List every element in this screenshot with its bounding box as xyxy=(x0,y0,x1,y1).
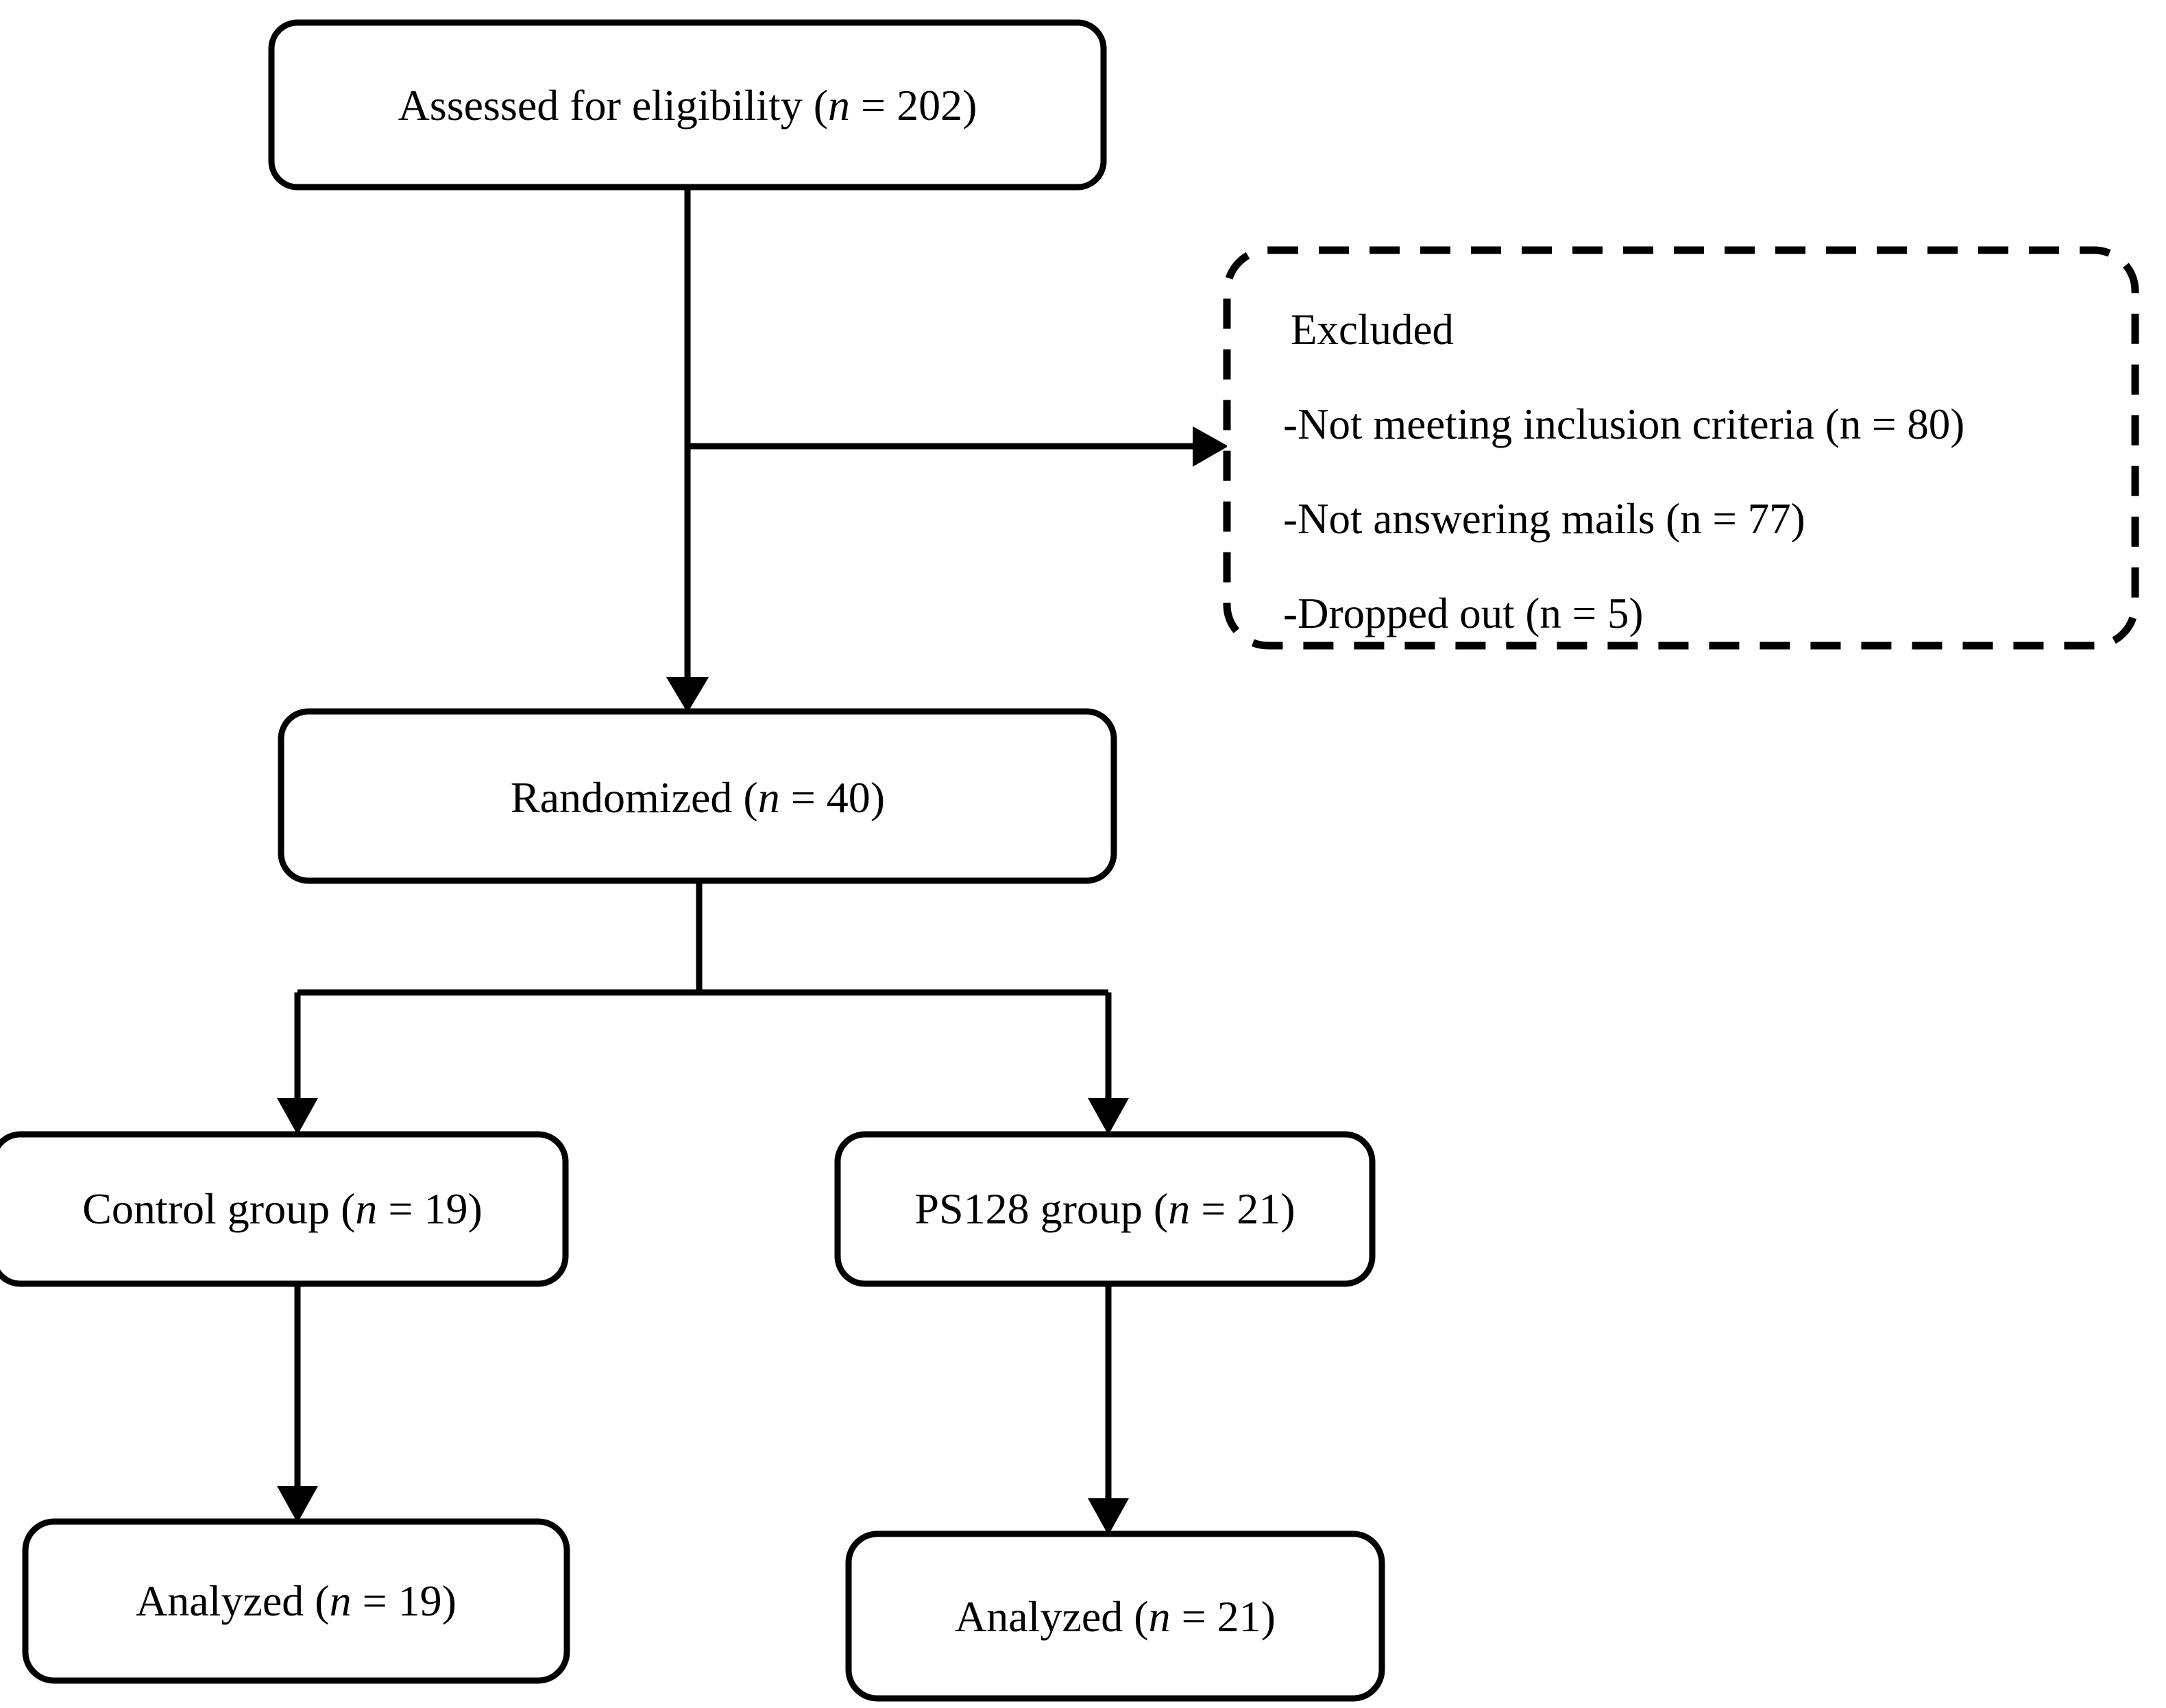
analyzed-ps128-box-label: Analyzed (n = 21) xyxy=(955,1592,1276,1641)
excluded-reason-1: -Not answering mails (n = 77) xyxy=(1283,495,1805,543)
randomized-box-shape xyxy=(278,708,1117,884)
connector-assessed-to-excluded xyxy=(687,426,1228,467)
analyzed-ps128-box-shape xyxy=(845,1530,1385,1702)
ps128-group-box[interactable]: PS128 group (n = 21) xyxy=(834,1131,1376,1287)
analyzed-control-box-shape xyxy=(22,1518,570,1684)
connector-assessed-to-randomized xyxy=(666,186,709,713)
assessed-box-label: Assessed for eligibility (n = 202) xyxy=(398,81,977,130)
control-group-box-label: Control group (n = 19) xyxy=(82,1184,483,1233)
excluded-reason-0: -Not meeting inclusion criteria (n = 80) xyxy=(1283,400,1964,448)
excluded-heading: Excluded xyxy=(1291,306,1454,354)
ps128-group-box-shape xyxy=(834,1131,1376,1287)
analyzed-ps128-box[interactable]: Analyzed (n = 21) xyxy=(845,1530,1385,1702)
randomized-box-label: Randomized (n = 40) xyxy=(511,773,885,822)
connector-randomized-to-control xyxy=(277,992,318,1135)
analyzed-control-box[interactable]: Analyzed (n = 19) xyxy=(22,1518,570,1684)
excluded-box-shape xyxy=(1223,246,2139,650)
assessed-for-eligibility-box[interactable]: Assessed for eligibility (n = 202) xyxy=(268,19,1107,191)
arrowhead-into-analyzed-ps128 xyxy=(1088,1498,1129,1535)
connector-randomized-to-ps128 xyxy=(1088,992,1129,1135)
control-group-box[interactable]: Control group (n = 19) xyxy=(0,1131,569,1287)
arrowhead-into-analyzed-control xyxy=(277,1486,318,1523)
analyzed-control-box-label: Analyzed (n = 19) xyxy=(136,1576,457,1625)
randomized-box[interactable]: Randomized (n = 40) xyxy=(278,708,1117,884)
arrowhead-into-control-group xyxy=(277,1098,318,1135)
assessed-box-shape xyxy=(268,19,1107,191)
ps128-group-box-label: PS128 group (n = 21) xyxy=(914,1184,1295,1233)
connector-control-to-analyzed xyxy=(277,1282,318,1523)
excluded-reason-2: -Dropped out (n = 5) xyxy=(1283,589,1643,637)
connector-randomized-split xyxy=(297,880,1108,996)
excluded-box[interactable]: Excluded -Not meeting inclusion criteria… xyxy=(1223,246,2139,650)
arrowhead-into-excluded xyxy=(1193,426,1228,467)
connector-ps128-to-analyzed xyxy=(1088,1282,1129,1535)
arrowhead-into-randomized xyxy=(666,677,709,713)
arrowhead-into-ps128-group xyxy=(1088,1098,1129,1135)
control-group-box-shape xyxy=(0,1131,569,1287)
